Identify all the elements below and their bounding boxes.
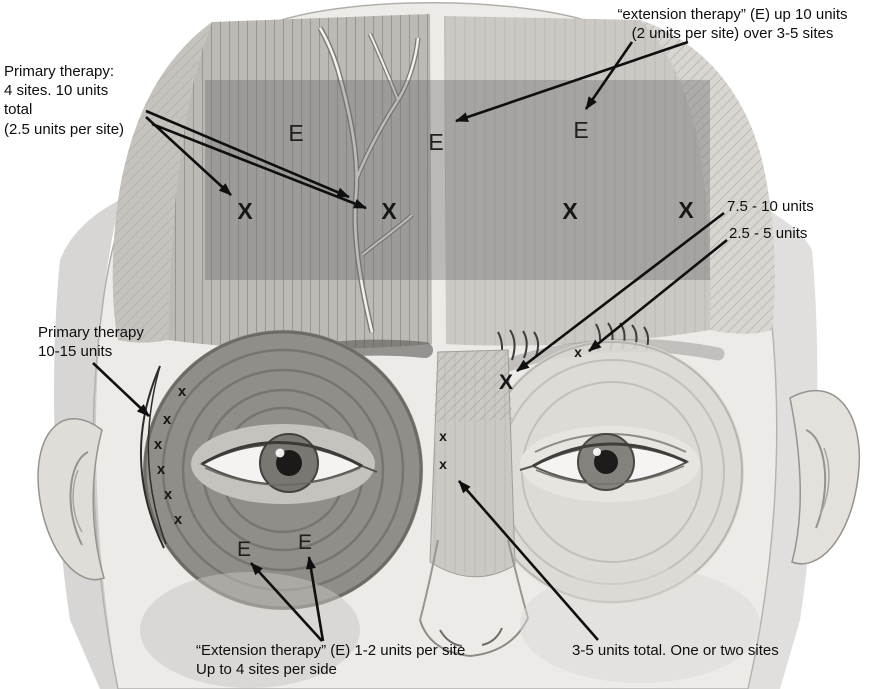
glabella-hatch xyxy=(434,350,512,422)
label-line: “Extension therapy” (E) 1-2 units per si… xyxy=(196,642,466,659)
vessel-core xyxy=(369,33,399,101)
extension-site-marker: E xyxy=(298,531,312,554)
nose-side-left xyxy=(419,539,439,621)
ear-right xyxy=(789,390,860,565)
upper-lid-left xyxy=(201,441,363,468)
label-primary-therapy-left: Primary therapy 10-15 units xyxy=(38,323,144,361)
label-line: 10-15 units xyxy=(38,343,113,361)
extension-site-marker: E xyxy=(428,129,443,155)
extension-site-marker: E xyxy=(288,120,303,146)
arrow-units-high-to-glabella xyxy=(516,211,725,373)
eye-right xyxy=(519,433,690,491)
temple-left-striations xyxy=(112,22,212,343)
crescent-inner-arc xyxy=(147,365,167,545)
crows-feet-site-marker: x xyxy=(174,511,183,528)
label-line: 4 sites. 10 units xyxy=(4,82,109,100)
crows-feet-site-marker: x xyxy=(154,436,163,453)
annotation-arrows xyxy=(92,40,728,642)
extension-site-marker: E xyxy=(573,117,588,143)
vessel-core xyxy=(354,37,420,181)
label-line: Primary therapy xyxy=(38,324,144,341)
pupil-right xyxy=(594,450,618,474)
primary-site-marker: X xyxy=(381,198,397,224)
crows-feet-site-marker: x xyxy=(164,486,173,503)
arrow-units-low-to-brow xyxy=(588,238,728,353)
arrow-bottom-right-to-nasal-x xyxy=(458,480,599,641)
label-extension-therapy-top: “extension therapy” (E) up 10 units (2 u… xyxy=(600,5,865,43)
label-bottom-right: 3-5 units total. One or two sites xyxy=(572,642,779,659)
eye-highlight-left xyxy=(275,448,285,458)
eye-highlight-right xyxy=(593,448,601,456)
nasal-site-marker: x xyxy=(439,456,447,472)
label-line: total xyxy=(4,101,33,119)
crows-feet-site-marker: x xyxy=(157,461,166,478)
label-line: Up to 4 sites per side xyxy=(196,661,337,679)
ear-right-inner xyxy=(819,447,830,516)
crows-feet-site-marker: x xyxy=(163,411,172,428)
label-line: Primary therapy: xyxy=(4,63,115,80)
arrow-extension-bottom-to-e-a xyxy=(250,562,323,642)
nostril-left xyxy=(439,629,463,647)
nose xyxy=(419,349,529,658)
upper-lid-right xyxy=(532,442,688,468)
forehead-highlight-overlay xyxy=(205,80,710,280)
arrow-extension-top-to-mid-e xyxy=(455,40,689,123)
arrow-extension-bottom-to-e-b xyxy=(306,556,325,642)
crows-feet-site-marker: x xyxy=(178,383,187,400)
vessel-core xyxy=(361,214,413,256)
nostril-right xyxy=(481,627,503,646)
primary-site-marker: X xyxy=(678,197,694,223)
canthus-left xyxy=(361,465,378,473)
label-primary-therapy-top: Primary therapy: 4 sites. 10 units total… xyxy=(4,62,124,139)
face-illustration xyxy=(37,2,860,689)
arrow-primary-top-to-mid-x-a xyxy=(145,109,350,199)
vessel-core xyxy=(318,27,374,333)
temporalis-right-striations xyxy=(640,20,775,334)
nose-tip xyxy=(419,617,529,658)
arrow-primary-top-to-mid-x-b xyxy=(151,122,367,210)
brow-site-marker: x xyxy=(574,344,582,360)
cheek-left-shading xyxy=(140,572,360,688)
supraorbital-vessel xyxy=(317,26,421,333)
nasal-site-marker: x xyxy=(439,428,447,444)
label-line: (2 units per site) over 3-5 sites xyxy=(631,25,834,43)
cheek-right-shading xyxy=(520,567,760,683)
canthus-right xyxy=(519,465,534,471)
label-line: (2.5 units per site) xyxy=(4,120,125,138)
ear-left-helix xyxy=(69,451,89,546)
primary-site-marker: X xyxy=(562,198,578,224)
primary-site-marker: X xyxy=(237,198,253,224)
crows-feet-crescent xyxy=(140,365,167,549)
hair-shading-right xyxy=(748,202,818,689)
arrow-extension-top-to-right-e xyxy=(584,41,634,110)
orbicularis-ring xyxy=(181,368,385,572)
injection-site-markers: X X X X X E E E E E x x x x x x x x x xyxy=(154,117,695,561)
label-extension-therapy-bottom: “Extension therapy” (E) 1-2 units per si… xyxy=(196,641,465,679)
lower-lid-left xyxy=(204,467,361,486)
frontalis-right-striations xyxy=(444,16,711,346)
lower-lid-right xyxy=(535,465,685,485)
tuft-stroke xyxy=(533,331,540,357)
label-units-high: 7.5 - 10 units xyxy=(727,198,814,215)
tuft-stroke xyxy=(509,329,516,361)
extension-site-marker: E xyxy=(237,538,251,561)
ear-left xyxy=(37,417,105,581)
tuft-stroke xyxy=(522,330,528,359)
eye-left xyxy=(199,433,378,493)
glabella-site-marker: X xyxy=(499,371,513,394)
arrow-primary-left-to-crows-feet xyxy=(92,362,150,417)
label-line: “extension therapy” (E) up 10 units xyxy=(617,6,848,23)
orbit-ring xyxy=(521,381,703,563)
crescent-outer-arc xyxy=(140,365,165,549)
label-units-low: 2.5 - 5 units xyxy=(729,225,808,242)
arrow-primary-top-to-left-x xyxy=(145,116,232,196)
ear-left-inner xyxy=(72,469,83,533)
